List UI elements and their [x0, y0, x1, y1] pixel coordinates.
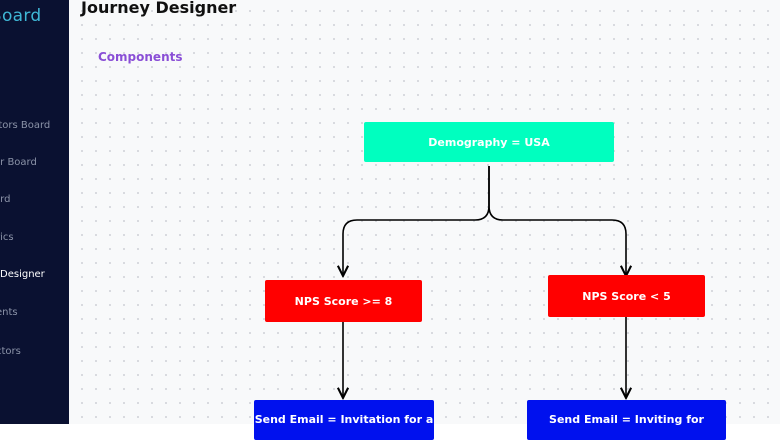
- sidebar-item-detractors[interactable]: ctors: [0, 346, 21, 357]
- edge-demography-to-nps-high: [343, 166, 489, 276]
- sidebar-item-journey-designer[interactable]: Designer: [0, 269, 45, 280]
- node-nps-low-label: NPS Score < 5: [582, 290, 670, 303]
- node-nps-low[interactable]: NPS Score < 5: [548, 275, 705, 317]
- brand-logo-text: Board: [0, 6, 41, 26]
- node-demography-condition[interactable]: Demography = USA: [364, 122, 614, 162]
- sidebar-item-customer-board[interactable]: er Board: [0, 157, 37, 168]
- journey-canvas[interactable]: Journey Designer Components Demography =…: [69, 0, 780, 424]
- edge-demography-to-nps-low: [489, 166, 626, 276]
- sidebar-item-board[interactable]: ard: [0, 194, 10, 205]
- node-demography-label: Demography = USA: [428, 136, 549, 149]
- node-send-email-high-label: Send Email = Invitation for a: [255, 413, 434, 426]
- node-nps-high[interactable]: NPS Score >= 8: [265, 280, 422, 322]
- sidebar-item-contributors-board[interactable]: utors Board: [0, 120, 50, 131]
- flow-edges: [69, 0, 780, 424]
- node-send-email-low-label: Send Email = Inviting for: [549, 413, 704, 426]
- sidebar: Board d utors Board er Board ard rics De…: [0, 0, 69, 424]
- sidebar-item-segments[interactable]: ents: [0, 307, 18, 318]
- node-nps-high-label: NPS Score >= 8: [295, 295, 393, 308]
- node-send-email-high[interactable]: Send Email = Invitation for a: [254, 400, 434, 440]
- sidebar-item-metrics[interactable]: rics: [0, 232, 14, 243]
- node-send-email-low[interactable]: Send Email = Inviting for: [527, 400, 726, 440]
